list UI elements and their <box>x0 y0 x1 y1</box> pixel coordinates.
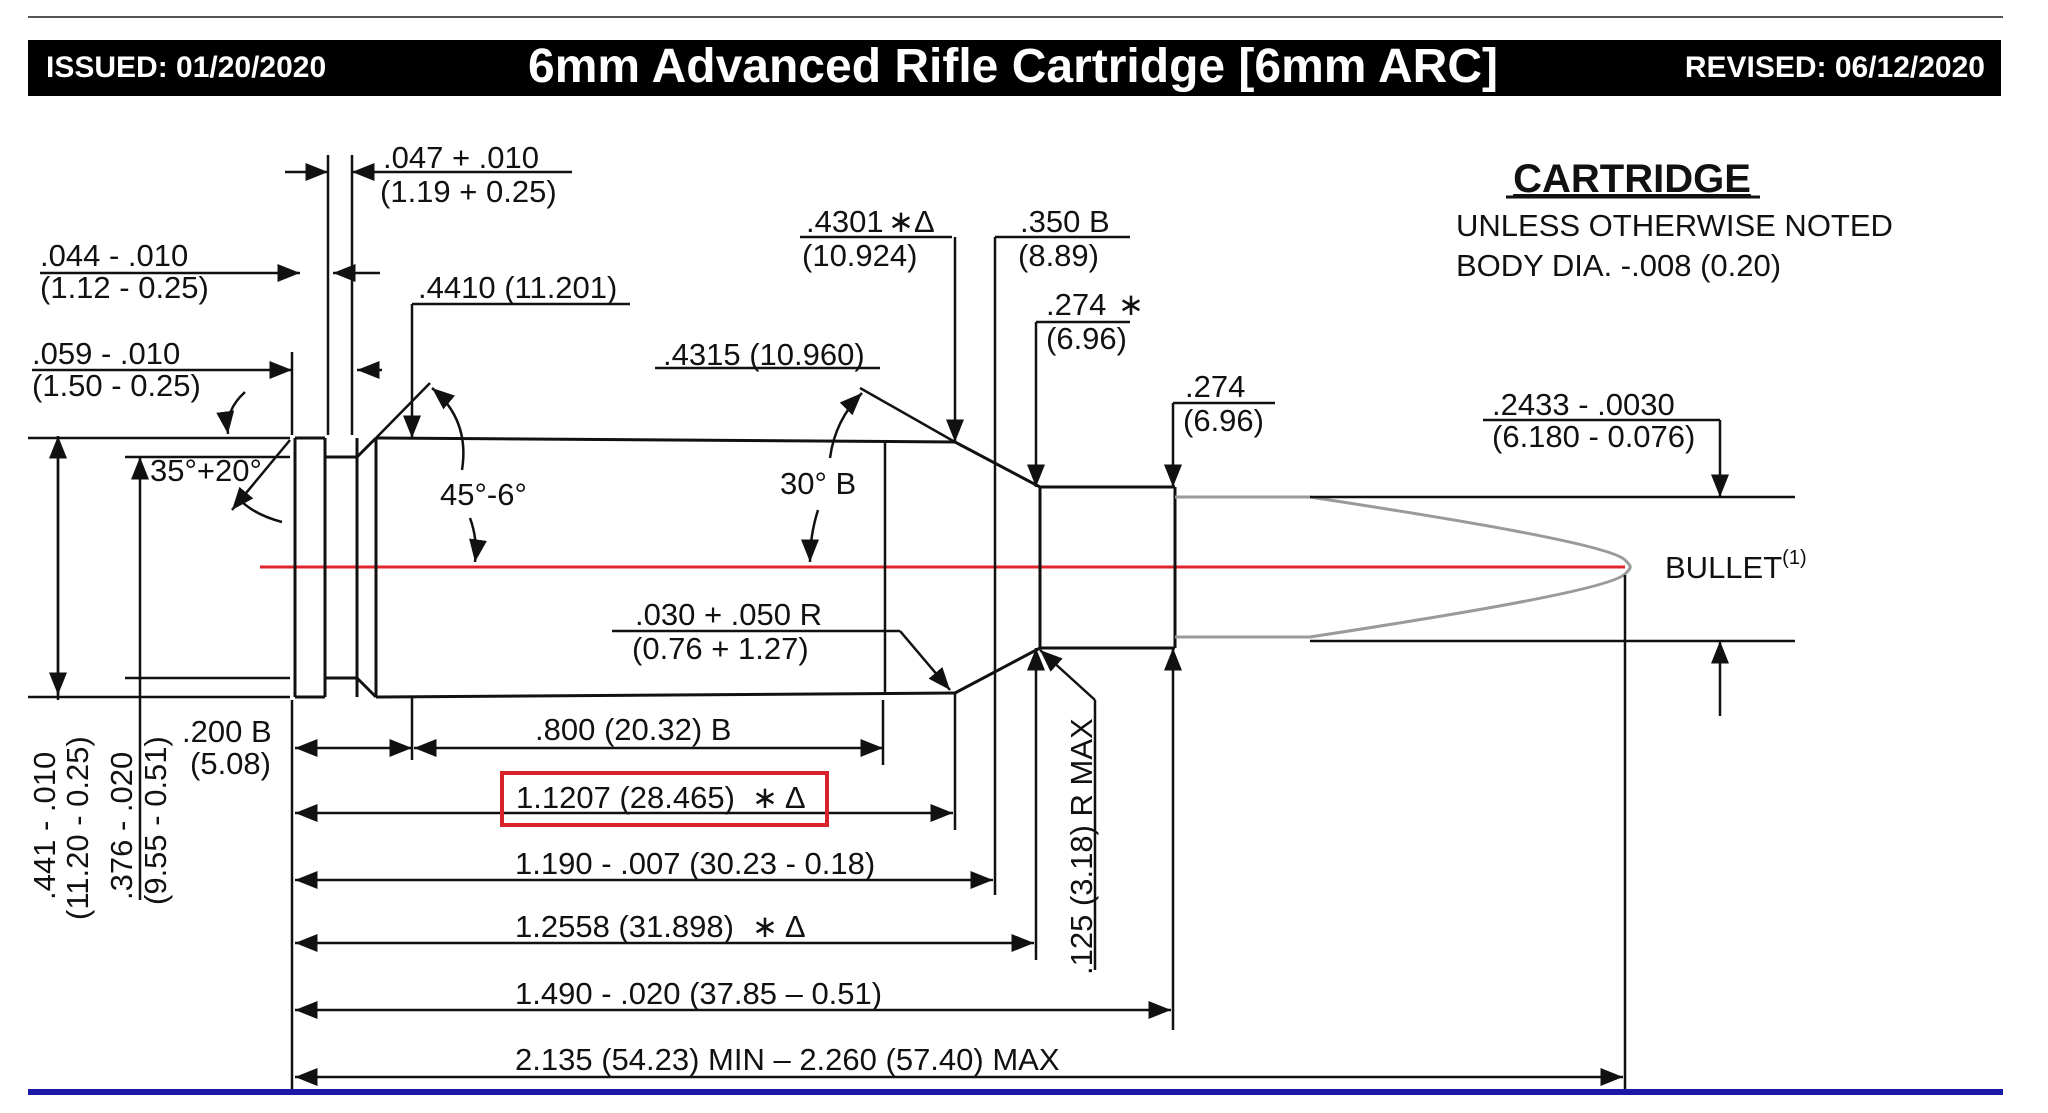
len-800: .800 (20.32) B <box>535 712 731 747</box>
rim-thick-dim <box>285 155 572 435</box>
taper-arc <box>431 387 465 471</box>
rim-thick-in: .047 + .010 <box>383 140 539 175</box>
revised-date: REVISED: 06/12/2020 <box>1685 51 1985 84</box>
rim-thick-mm: (1.19 + 0.25) <box>380 174 557 209</box>
length-dims <box>290 575 1627 1090</box>
radius-in: .030 + .050 R <box>635 597 822 632</box>
bevel-angle-arc <box>216 391 246 435</box>
taper-arc-2 <box>468 517 487 563</box>
case-profile <box>293 436 1177 699</box>
radius-mm: (0.76 + 1.27) <box>632 631 809 666</box>
groove-width-in: .044 - .010 <box>40 238 188 273</box>
head-dia-sym: ∗Δ <box>888 204 935 239</box>
bullet-dia-mm: (6.180 - 0.076) <box>1492 419 1695 454</box>
groove-width-mm: (1.12 - 0.25) <box>40 270 209 305</box>
len-1190: 1.190 - .007 (30.23 - 0.18) <box>515 846 875 881</box>
bullet-dia-in: .2433 - .0030 <box>1492 387 1675 422</box>
len-11207: 1.1207 (28.465) <box>516 780 735 815</box>
head-dia-dim <box>800 235 964 830</box>
extractor-dim <box>32 352 294 435</box>
groove-dia-mm: (9.55 - 0.51) <box>138 736 173 905</box>
len-12558: 1.2558 (31.898) <box>515 909 734 944</box>
notes-line-2: BODY DIA. -.008 (0.20) <box>1456 248 1781 283</box>
issued-date: ISSUED: 01/20/2020 <box>46 51 326 84</box>
shoulder-dia-dim <box>655 366 887 693</box>
neck-len-in: .350 B <box>1020 204 1110 239</box>
shoulder-dia: .4315 (10.960) <box>663 337 865 372</box>
len-1490: 1.490 - .020 (37.85 – 0.51) <box>515 976 882 1011</box>
taper-leader <box>375 382 431 439</box>
extractor-in: .059 - .010 <box>32 336 180 371</box>
header-bar <box>28 40 2001 96</box>
extractor-mm: (1.50 - 0.25) <box>32 368 201 403</box>
base-dia-dim <box>403 302 630 760</box>
head-dia-in: .4301 <box>806 204 884 239</box>
notes-line-1: UNLESS OTHERWISE NOTED <box>1456 208 1893 243</box>
len-200-in: .200 B <box>182 714 272 749</box>
shoulder-arc-2 <box>801 509 820 563</box>
radius-dim <box>612 629 951 691</box>
len-12558-sym: ∗ Δ <box>752 909 806 944</box>
bevel-leader <box>231 439 291 511</box>
drawing-title: 6mm Advanced Rifle Cartridge [6mm ARC] <box>528 40 1498 93</box>
bevel-angle: 35°+20° <box>150 453 262 488</box>
neck-dia-in: .274 <box>1046 287 1106 322</box>
shoulder-angle: 30° B <box>780 466 856 501</box>
bullet-dia-dim <box>1310 418 1795 716</box>
neck-dia-mm: (6.96) <box>1046 321 1127 356</box>
notes-heading: CARTRIDGE <box>1513 157 1751 201</box>
neck-dia2-dim <box>1164 401 1275 1030</box>
base-dia: .4410 (11.201) <box>418 270 617 305</box>
neck-len-mm: (8.89) <box>1018 238 1099 273</box>
head-dia-mm: (10.924) <box>802 238 917 273</box>
radius-max-leader <box>1039 649 1096 701</box>
neck-dia-dim <box>1027 320 1130 960</box>
rim-dia-dim <box>28 436 290 900</box>
shoulder-arc <box>828 392 863 459</box>
bevel-angle-arc-2 <box>239 499 283 524</box>
highlight-box <box>500 771 829 827</box>
len-200-mm: (5.08) <box>190 746 271 781</box>
neck-dia2-in: .274 <box>1185 369 1245 404</box>
radius-max: .125 (3.18) R MAX <box>1064 718 1099 975</box>
bullet-profile <box>1175 495 1632 639</box>
neck-dia2-mm: (6.96) <box>1183 403 1264 438</box>
neck-dia-sym: ∗ <box>1118 287 1144 322</box>
bullet-label: BULLET(1) <box>1665 547 1807 585</box>
len-oal: 2.135 (54.23) MIN – 2.260 (57.40) MAX <box>515 1042 1060 1077</box>
neck-len-dim <box>993 235 1130 895</box>
taper-angle: 45°-6° <box>440 477 527 512</box>
shoulder-leader <box>859 386 956 444</box>
groove-dia: .376 - .020 <box>104 752 139 900</box>
len-11207-sym: ∗ Δ <box>752 780 806 815</box>
rim-dia-mm: (11.20 - 0.25) <box>60 736 95 920</box>
rim-dia: .441 - .010 <box>27 752 62 900</box>
